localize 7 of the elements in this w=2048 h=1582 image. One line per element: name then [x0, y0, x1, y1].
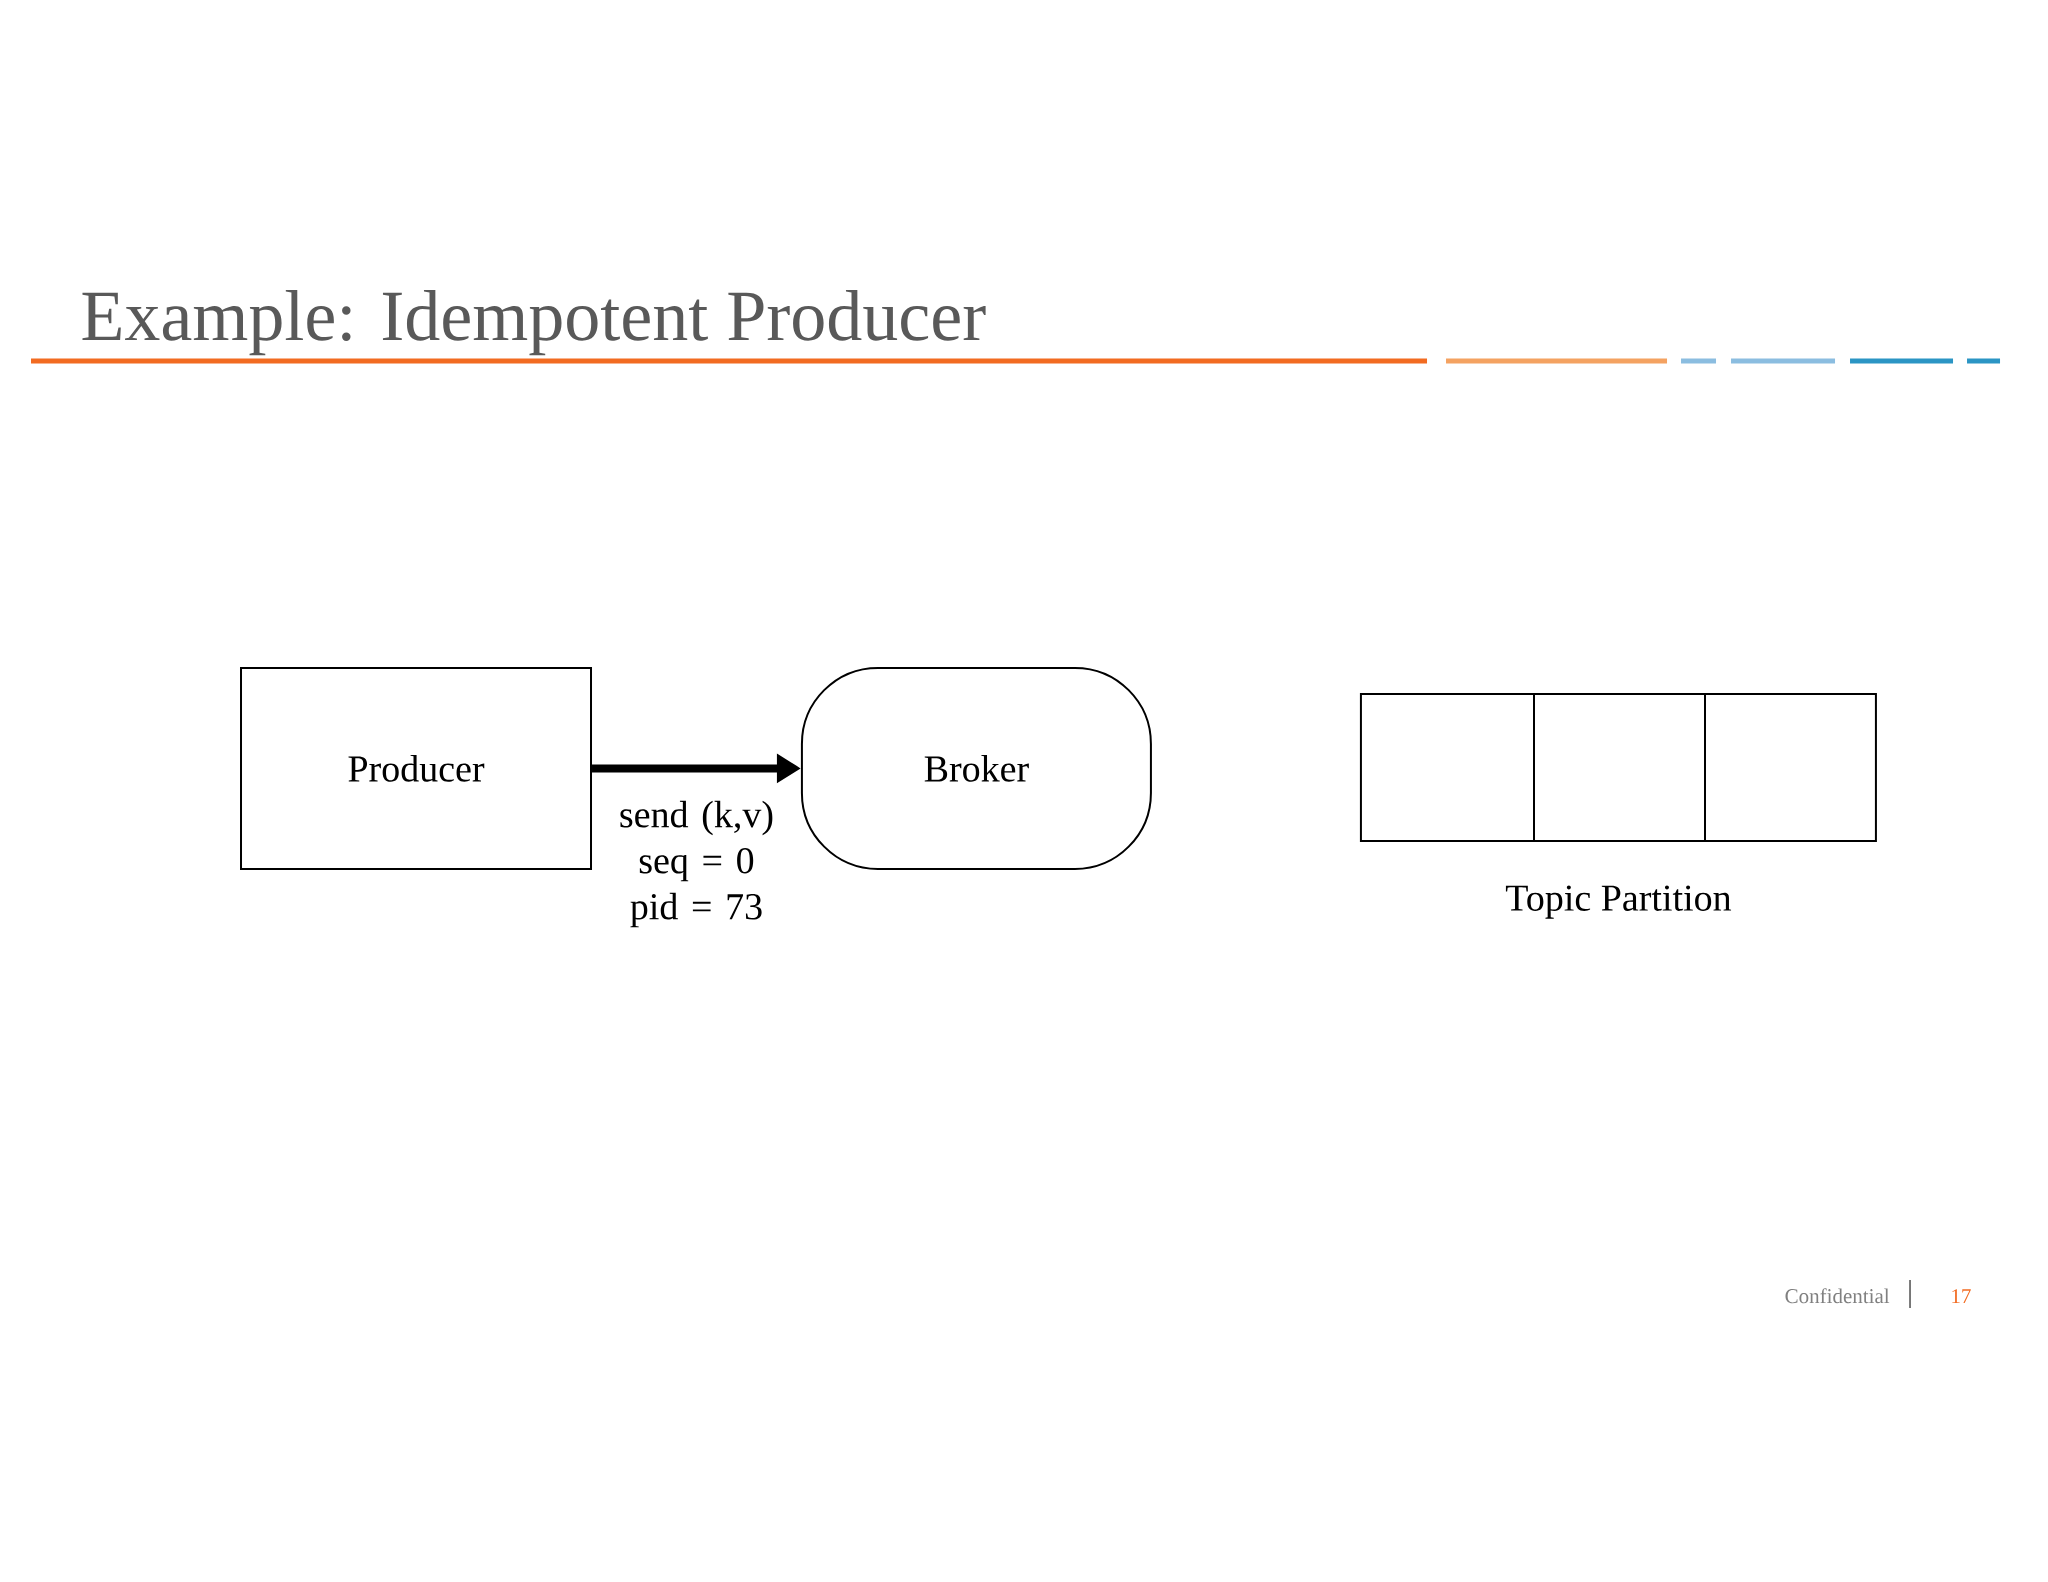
footer-text: Confidential	[1785, 1288, 1890, 1304]
page-number: 17	[1952, 1289, 1971, 1303]
slide-title: Example: Idempotent Producer	[82, 290, 986, 356]
edge-label: send (k,v) seq = 0 pid = 73	[620, 800, 773, 928]
node-label: Topic Partition	[1505, 885, 1732, 919]
partition-box: Topic Partition	[1359, 693, 1877, 919]
process-box: Producer	[240, 666, 592, 870]
